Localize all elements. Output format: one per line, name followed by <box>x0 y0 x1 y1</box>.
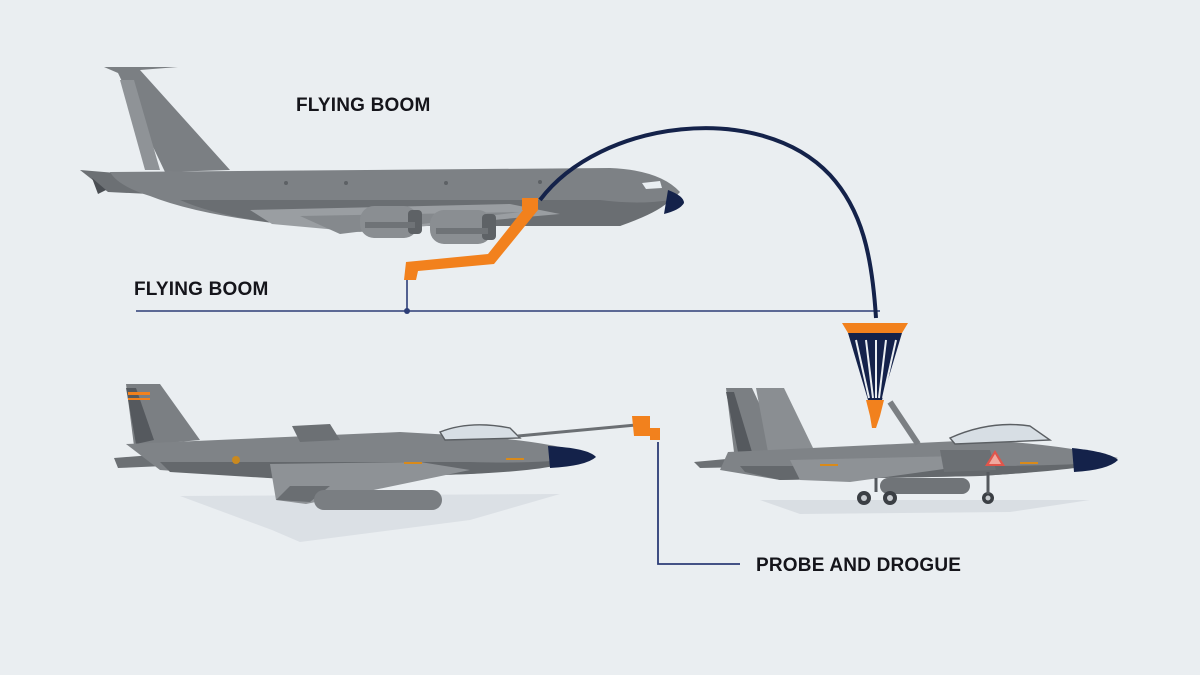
fighter-jet-icon <box>114 384 660 542</box>
fighter-jet-icon <box>694 388 1118 514</box>
boom-callout-line <box>136 278 880 314</box>
probe-callout-line <box>657 442 740 565</box>
drogue-basket-icon <box>842 323 908 428</box>
flying-boom <box>404 198 538 280</box>
flying-boom-callout: FLYING BOOM <box>134 279 269 300</box>
refueling-hose <box>538 126 878 319</box>
tanker-aircraft-icon <box>80 67 684 244</box>
probe-and-drogue-callout: PROBE AND DROGUE <box>756 555 962 576</box>
flying-boom-title: FLYING BOOM <box>296 95 431 116</box>
